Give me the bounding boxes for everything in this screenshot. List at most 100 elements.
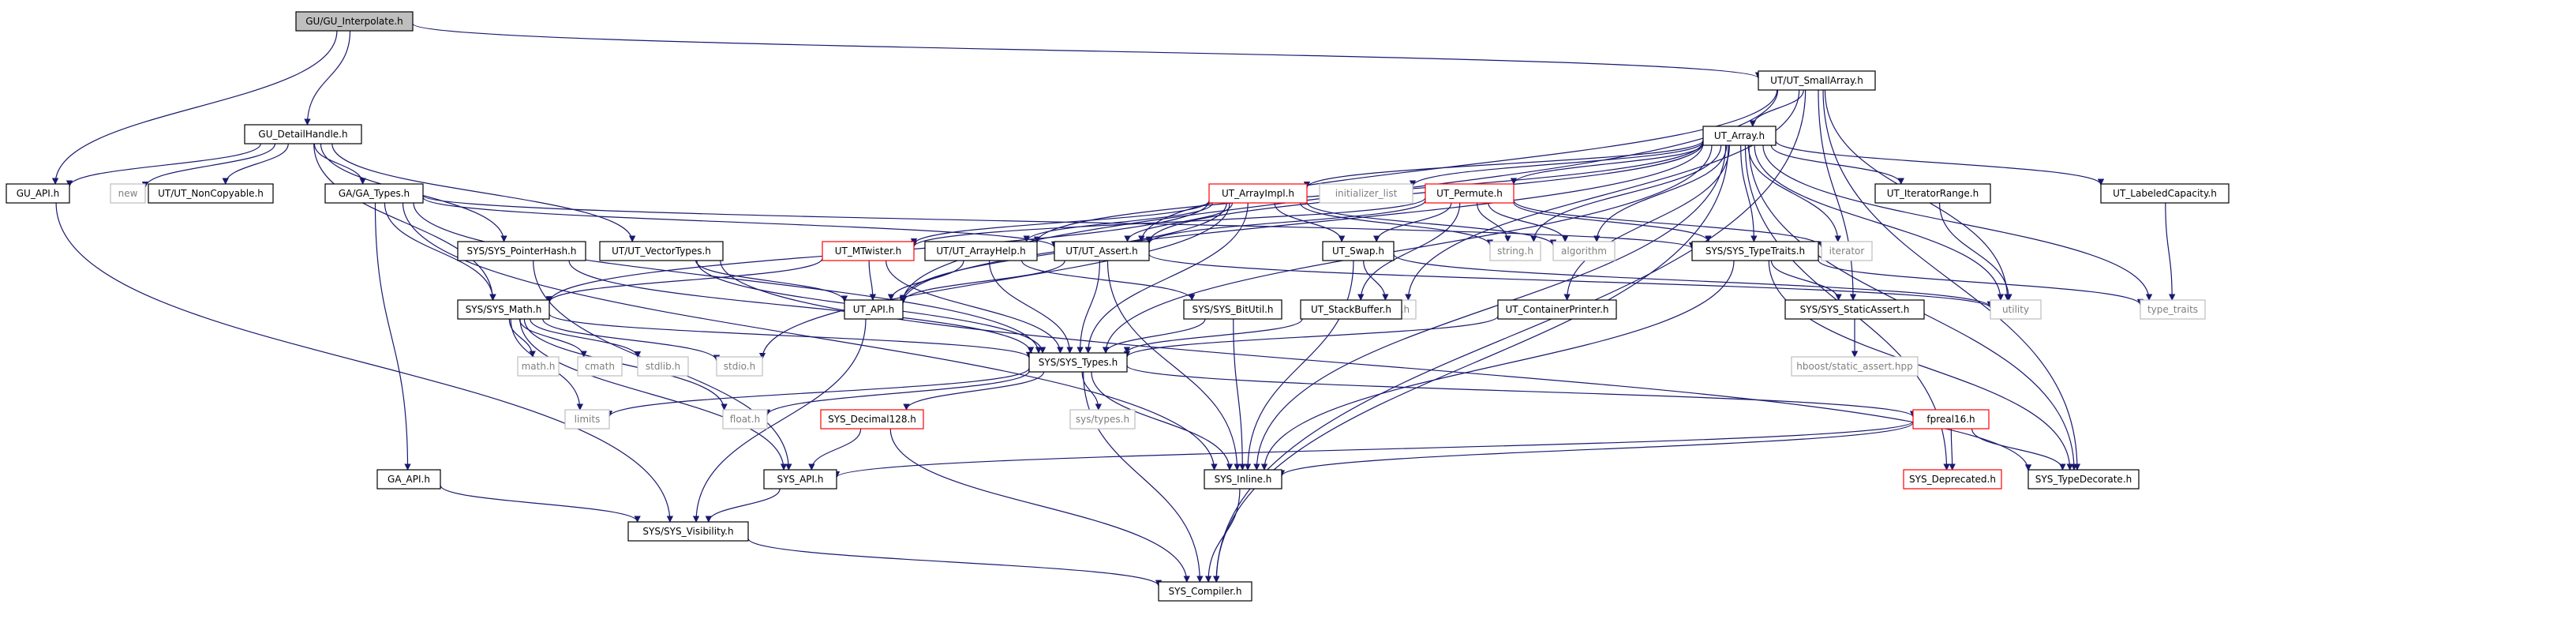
node-cmath[interactable]: cmath	[577, 356, 623, 377]
edge-fpreal16-to-sys_typedecorate	[1971, 428, 2066, 471]
node-utility[interactable]: utility	[1990, 299, 2042, 320]
node-label: GA_API.h	[388, 474, 430, 485]
node-init-list[interactable]: initializer_list	[1319, 183, 1413, 204]
node-label: UT/UT_NonCopyable.h	[158, 188, 264, 199]
node-ut-assert[interactable]: UT/UT_Assert.h	[1054, 241, 1150, 261]
node-ut-mtwister[interactable]: UT_MTwister.h	[822, 241, 915, 261]
node-box	[2140, 299, 2206, 320]
node-sys-visibility[interactable]: SYS/SYS_Visibility.h	[627, 521, 749, 542]
node-sys-decimal[interactable]: SYS_Decimal128.h	[820, 409, 924, 430]
edge-sys_decimal-to-sys_compiler	[889, 428, 1190, 583]
node-label: UT/UT_VectorTypes.h	[612, 246, 711, 257]
node-float-h[interactable]: float.h	[722, 409, 768, 430]
node-box	[1425, 183, 1515, 204]
node-box	[627, 521, 749, 542]
node-ga-types[interactable]: GA/GA_Types.h	[324, 183, 424, 204]
node-ut-arrayimpl[interactable]: UT_ArrayImpl.h	[1208, 183, 1308, 204]
node-ut-noncopy[interactable]: UT/UT_NonCopyable.h	[148, 183, 274, 204]
node-label: UT/UT_SmallArray.h	[1770, 75, 1863, 86]
edge-sys_math-to-float_h	[523, 318, 728, 411]
node-sys-typetraits[interactable]: SYS/SYS_TypeTraits.h	[1691, 241, 1819, 261]
node-stdlib[interactable]: stdlib.h	[637, 356, 689, 377]
edge-sys_api-to-sys_visibility	[705, 488, 781, 523]
edge-ut_api-to-sys_visibility	[692, 318, 867, 523]
node-ut-labeled[interactable]: UT_LabeledCapacity.h	[2100, 183, 2230, 204]
node-box	[564, 409, 610, 430]
edge-gu_detail-to-sys_math	[313, 143, 496, 301]
node-label: GU/GU_Interpolate.h	[305, 16, 403, 27]
node-label: SYS_API.h	[777, 474, 824, 485]
node-ga-api[interactable]: GA_API.h	[376, 469, 441, 490]
edge-ut_array-to-ut_api	[899, 143, 1704, 305]
node-ut-arrayhelp[interactable]: UT/UT_ArrayHelp.h	[924, 241, 1038, 261]
node-label: UT_IteratorRange.h	[1887, 188, 1979, 199]
node-label: SYS_Decimal128.h	[828, 414, 916, 425]
node-new[interactable]: new	[110, 183, 146, 204]
edge-ut_array-to-ut_labeled	[1775, 140, 2105, 186]
edge-ga_types-to-sys_typetraits	[422, 195, 1695, 249]
node-systypes-h[interactable]: sys/types.h	[1069, 409, 1136, 430]
edge-sys_inline-to-sys_compiler	[1204, 488, 1241, 583]
node-algorithm[interactable]: algorithm	[1552, 241, 1616, 261]
edge-ut_labeled-to-type_traits	[2165, 202, 2176, 301]
node-box	[1821, 241, 1873, 261]
node-gu-detail[interactable]: GU_DetailHandle.h	[244, 124, 362, 144]
node-label: UT_Permute.h	[1436, 188, 1503, 199]
node-box	[716, 356, 763, 377]
node-label: utility	[2002, 304, 2029, 315]
edge-ut_assert-to-sys_types	[1076, 260, 1101, 354]
node-limits[interactable]: limits	[564, 409, 610, 430]
node-type-traits[interactable]: type_traits	[2140, 299, 2206, 320]
node-box	[244, 124, 362, 144]
node-math-h[interactable]: math.h	[517, 356, 560, 377]
node-sys-typedecorate[interactable]: SYS_TypeDecorate.h	[2027, 469, 2140, 490]
node-ut-swap[interactable]: UT_Swap.h	[1322, 241, 1395, 261]
node-label: UT_ArrayImpl.h	[1222, 188, 1294, 199]
node-label: SYS/SYS_Visibility.h	[642, 526, 733, 537]
node-string-h[interactable]: string.h	[1489, 241, 1541, 261]
edge-ut_permute-to-ut_swap	[1373, 202, 1452, 242]
edge-ut_mtwister-to-ut_api	[868, 260, 877, 301]
edge-ga_types-to-sys_types	[413, 202, 1043, 354]
node-ut-api[interactable]: UT_API.h	[844, 299, 904, 320]
node-box	[820, 409, 924, 430]
node-iterator[interactable]: iterator	[1821, 241, 1873, 261]
node-fpreal16[interactable]: fpreal16.h	[1912, 409, 1990, 430]
node-label: SYS_TypeDecorate.h	[2035, 474, 2132, 485]
node-sys-bitutil[interactable]: SYS/SYS_BitUtil.h	[1183, 299, 1282, 320]
node-sys-staticassert[interactable]: SYS/SYS_StaticAssert.h	[1784, 299, 1925, 320]
node-sys-api[interactable]: SYS_API.h	[763, 469, 837, 490]
node-hboost[interactable]: hboost/static_assert.hpp	[1791, 356, 1919, 377]
node-ut-array[interactable]: UT_Array.h	[1702, 126, 1777, 146]
edge-ut_array-to-ut_permute	[1510, 143, 1704, 185]
edge-ut_contprint-to-sys_types	[1123, 315, 1499, 358]
node-ut-iterrange[interactable]: UT_IteratorRange.h	[1874, 183, 1991, 204]
node-sys-ptrhash[interactable]: SYS/SYS_PointerHash.h	[457, 241, 586, 261]
node-ut-contprint[interactable]: UT_ContainerPrinter.h	[1497, 299, 1617, 320]
node-ut-smallarray[interactable]: UT/UT_SmallArray.h	[1758, 70, 1876, 91]
node-stdio[interactable]: stdio.h	[716, 356, 763, 377]
node-label: GA/GA_Types.h	[339, 188, 410, 199]
node-label: GU_DetailHandle.h	[258, 129, 347, 140]
node-label: SYS/SYS_TypeTraits.h	[1705, 246, 1805, 257]
node-label: UT_LabeledCapacity.h	[2113, 188, 2217, 199]
node-label: fpreal16.h	[1926, 414, 1975, 425]
node-box	[457, 241, 586, 261]
node-box	[1497, 299, 1617, 320]
edge-ut_array-to-type_traits	[1762, 144, 2153, 301]
node-box	[1691, 241, 1819, 261]
node-ut-vectypes[interactable]: UT/UT_VectorTypes.h	[599, 241, 724, 261]
node-ut-stackbuf[interactable]: UT_StackBuffer.h	[1300, 299, 1402, 320]
node-label: SYS_Inline.h	[1215, 474, 1272, 485]
node-sys-inline[interactable]: SYS_Inline.h	[1204, 469, 1282, 490]
node-gu-interp[interactable]: GU/GU_Interpolate.h	[295, 11, 414, 32]
node-ut-permute[interactable]: UT_Permute.h	[1425, 183, 1515, 204]
edge-sys_typetraits-to-type_traits	[1818, 259, 2144, 306]
node-gu-api[interactable]: GU_API.h	[6, 183, 70, 204]
node-sys-math[interactable]: SYS/SYS_Math.h	[457, 299, 550, 320]
node-label: iterator	[1829, 246, 1865, 257]
node-sys-types[interactable]: SYS/SYS_Types.h	[1028, 352, 1128, 373]
edge-ut_arrayimpl-to-sys_types	[1084, 202, 1249, 354]
node-sys-deprecated[interactable]: SYS_Deprecated.h	[1903, 469, 2002, 490]
node-sys-compiler[interactable]: SYS_Compiler.h	[1158, 581, 1252, 602]
